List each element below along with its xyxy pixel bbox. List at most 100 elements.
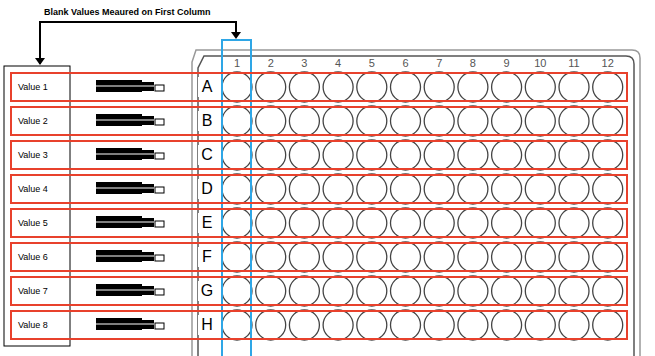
well: [289, 106, 319, 136]
well: [559, 140, 589, 170]
well: [593, 208, 623, 238]
well: [492, 276, 522, 306]
well: [323, 72, 353, 102]
column-number: 9: [497, 57, 517, 69]
row-letter: E: [198, 213, 216, 233]
pipette-tip: [155, 85, 164, 91]
column-number: 10: [530, 57, 550, 69]
pipette-tip: [155, 323, 164, 329]
plate-row-band: Value 3 C: [10, 140, 628, 170]
blank-column-highlight: [222, 40, 251, 356]
row-letter: F: [198, 247, 216, 267]
well: [559, 174, 589, 204]
well: [391, 242, 421, 272]
well: [492, 106, 522, 136]
column-number: 12: [598, 57, 618, 69]
pipette-tip: [155, 255, 164, 261]
well: [391, 72, 421, 102]
well: [559, 310, 589, 340]
well: [256, 140, 286, 170]
well: [525, 174, 555, 204]
well: [525, 106, 555, 136]
well: [458, 174, 488, 204]
pipette-line: [96, 154, 154, 155]
well: [525, 208, 555, 238]
well: [256, 208, 286, 238]
well: [222, 106, 252, 136]
column-number: 7: [429, 57, 449, 69]
well: [256, 276, 286, 306]
row-letter: G: [198, 281, 216, 301]
well: [525, 140, 555, 170]
well: [391, 208, 421, 238]
pipette-tip: [155, 289, 164, 295]
well: [357, 106, 387, 136]
diagram-title: Blank Values Meaured on First Column: [44, 7, 211, 17]
pipette-line: [96, 256, 154, 257]
well: [357, 140, 387, 170]
row-letter: H: [198, 315, 216, 335]
well: [222, 208, 252, 238]
well: [289, 310, 319, 340]
row-letter: A: [198, 77, 216, 97]
well: [256, 72, 286, 102]
plate-row-band: Value 1A: [10, 72, 628, 102]
well: [458, 208, 488, 238]
column-number: 2: [261, 57, 281, 69]
well: [458, 72, 488, 102]
pipette-line: [96, 188, 154, 189]
well: [424, 72, 454, 102]
well: [256, 310, 286, 340]
well: [289, 276, 319, 306]
column-number: 3: [294, 57, 314, 69]
well: [222, 140, 252, 170]
well: [492, 140, 522, 170]
well: [424, 310, 454, 340]
well: [593, 140, 623, 170]
well: [492, 242, 522, 272]
well: [593, 106, 623, 136]
well: [323, 174, 353, 204]
values-box: [4, 66, 70, 346]
pipette-line: [96, 222, 154, 223]
value-label: Value 6: [18, 252, 48, 262]
well: [525, 242, 555, 272]
well: [525, 276, 555, 306]
well: [424, 276, 454, 306]
plate-row-band: Value 2B: [10, 106, 628, 136]
row-letter: C: [198, 145, 216, 165]
plate-row-band: Value 6 F: [10, 242, 628, 272]
well: [357, 174, 387, 204]
well: [458, 242, 488, 272]
well: [492, 208, 522, 238]
well: [593, 72, 623, 102]
value-label: Value 4: [18, 184, 48, 194]
well: [593, 242, 623, 272]
well: [458, 276, 488, 306]
row-letter: B: [198, 111, 216, 131]
well: [289, 174, 319, 204]
well: [289, 242, 319, 272]
column-number: 4: [328, 57, 348, 69]
well: [458, 310, 488, 340]
well: [559, 242, 589, 272]
well: [222, 310, 252, 340]
well: [289, 208, 319, 238]
column-number: 1: [227, 57, 247, 69]
well: [424, 174, 454, 204]
well: [222, 72, 252, 102]
pipette-line: [96, 324, 154, 325]
column-number: 5: [362, 57, 382, 69]
well: [458, 106, 488, 136]
well: [323, 276, 353, 306]
pipette-tip: [155, 187, 164, 193]
well: [323, 242, 353, 272]
well: [256, 106, 286, 136]
value-label: Value 5: [18, 218, 48, 228]
well: [256, 174, 286, 204]
well: [357, 310, 387, 340]
well: [458, 140, 488, 170]
value-label: Value 3: [18, 150, 48, 160]
well: [525, 72, 555, 102]
